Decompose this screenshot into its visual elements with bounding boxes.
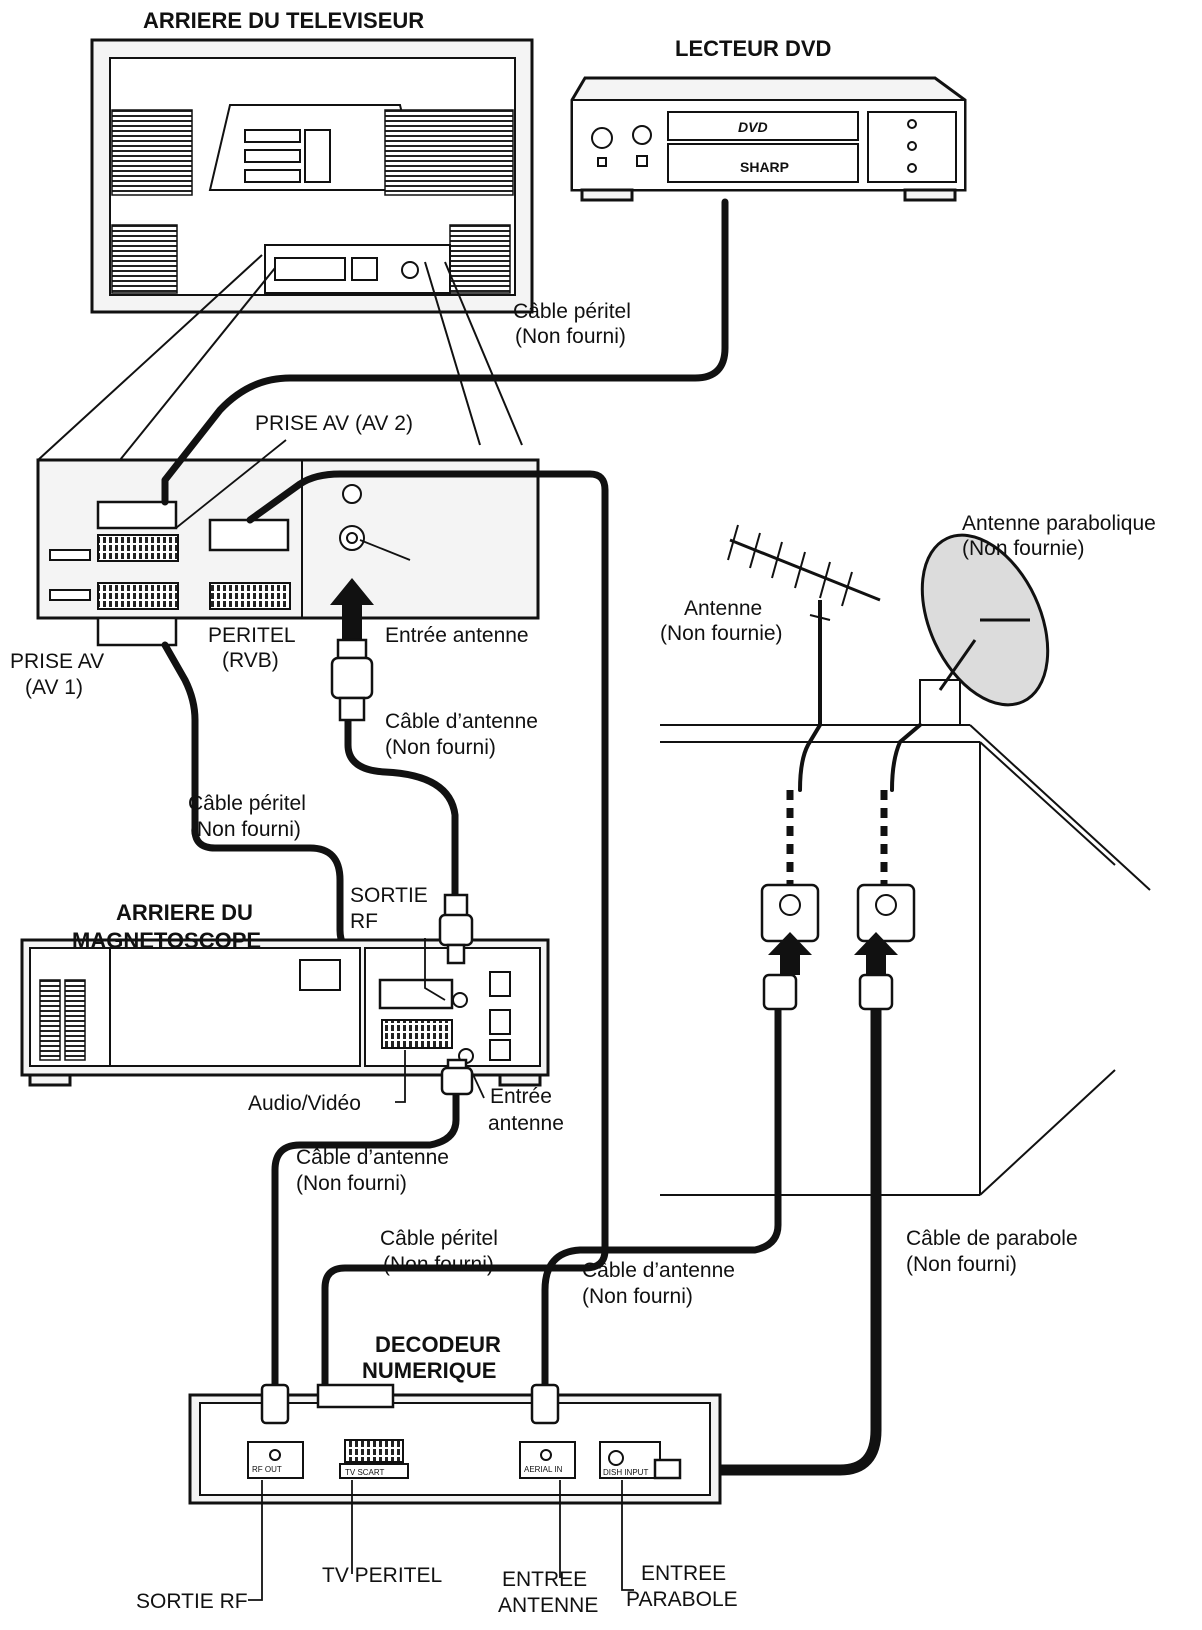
decoder-heading-2: NUMERIQUE	[362, 1358, 496, 1383]
label-av1-jack-1: PRISE AV	[10, 650, 104, 673]
label-antenna-cable-vcr-2: (Non fourni)	[296, 1172, 407, 1195]
label-tv-antenna-in: Entrée antenne	[385, 624, 529, 647]
label-antenna-2: (Non fournie)	[660, 622, 783, 645]
label-dec-rf-out: SORTIE RF	[136, 1590, 248, 1613]
scart-plug-av1	[96, 616, 178, 647]
label-av2-jack: PRISE AV (AV 2)	[255, 412, 413, 435]
label-scart-cable-dec-2: (Non fourni)	[383, 1253, 494, 1276]
label-dec-tv-scart: TV PERITEL	[322, 1564, 442, 1587]
label-av1-jack-2: (AV 1)	[25, 676, 83, 699]
label-rf-out-2: RF	[350, 910, 378, 933]
scart-plug-rgb	[208, 518, 290, 552]
label-scart-cable-dvd-1: Câble péritel	[513, 300, 631, 323]
vcr-heading-1: ARRIERE DU	[116, 900, 253, 925]
label-dish-1: Antenne parabolique	[962, 512, 1156, 535]
label-antenna-cable-vcr-1: Câble d’antenne	[296, 1146, 449, 1169]
dec-dish-port-text: DISH INPUT	[603, 1468, 648, 1477]
label-antenna-cable-dec-2: (Non fourni)	[582, 1285, 693, 1308]
scart-cable-decoder	[246, 470, 609, 1392]
antenna-cable-vcr	[271, 1086, 460, 1402]
label-rf-out-1: SORTIE	[350, 884, 428, 907]
label-rgb-2: (RVB)	[222, 649, 279, 672]
dec-ant-port-text: AERIAL IN	[524, 1465, 563, 1474]
scart-cable-dvd	[161, 198, 729, 506]
tv-back	[90, 38, 534, 314]
dvd-brand: SHARP	[740, 159, 789, 175]
antenna-cable-tv	[344, 716, 459, 904]
tv-antenna	[727, 524, 881, 725]
label-antenna-cable-tv-2: (Non fourni)	[385, 736, 496, 759]
label-audio-video: Audio/Vidéo	[248, 1092, 361, 1115]
digital-decoder	[188, 1393, 722, 1505]
decoder-heading-1: DECODEUR	[375, 1332, 501, 1357]
satellite-dish	[919, 533, 1050, 726]
roof-and-wall	[660, 724, 1151, 1196]
label-scart-cable-vcr-2: (Non fourni)	[190, 818, 301, 841]
label-dish-cable-1: Câble de parabole	[906, 1227, 1078, 1250]
dvd-logo: DVD	[738, 119, 768, 135]
label-dec-dish-in-2: PARABOLE	[626, 1588, 738, 1611]
label-vcr-antenna-in-1: Entrée	[490, 1085, 552, 1108]
dish-cable	[674, 999, 882, 1476]
dec-rf-port-text: RF OUT	[252, 1465, 282, 1474]
label-dish-2: (Non fournie)	[962, 537, 1085, 560]
tv-back-heading: ARRIERE DU TELEVISEUR	[143, 8, 424, 33]
vcr-back	[20, 938, 550, 1087]
label-scart-cable-dec-1: Câble péritel	[380, 1227, 498, 1250]
dec-scart-port-text: TV SCART	[345, 1468, 385, 1477]
label-dish-cable-2: (Non fourni)	[906, 1253, 1017, 1276]
label-antenna-cable-dec-1: Câble d’antenne	[582, 1259, 735, 1282]
antenna-cable-decoder	[541, 1001, 782, 1402]
label-dec-dish-in-1: ENTREE	[641, 1562, 726, 1585]
label-antenna-1: Antenne	[684, 597, 762, 620]
label-scart-cable-vcr-1: Câble péritel	[188, 792, 306, 815]
label-scart-cable-dvd-2: (Non fourni)	[515, 325, 626, 348]
scart-plug-dvd	[96, 500, 178, 530]
dvd-heading: LECTEUR DVD	[675, 36, 831, 61]
label-dec-antenna-in-2: ANTENNE	[498, 1594, 598, 1617]
label-rgb-1: PERITEL	[208, 624, 296, 647]
label-dec-antenna-in-1: ENTREE	[502, 1568, 587, 1591]
label-vcr-antenna-in-2: antenne	[488, 1112, 564, 1135]
vcr-heading-2: MAGNETOSCOPE	[72, 928, 261, 953]
dvd-player	[570, 76, 967, 202]
label-antenna-cable-tv-1: Câble d’antenne	[385, 710, 538, 733]
